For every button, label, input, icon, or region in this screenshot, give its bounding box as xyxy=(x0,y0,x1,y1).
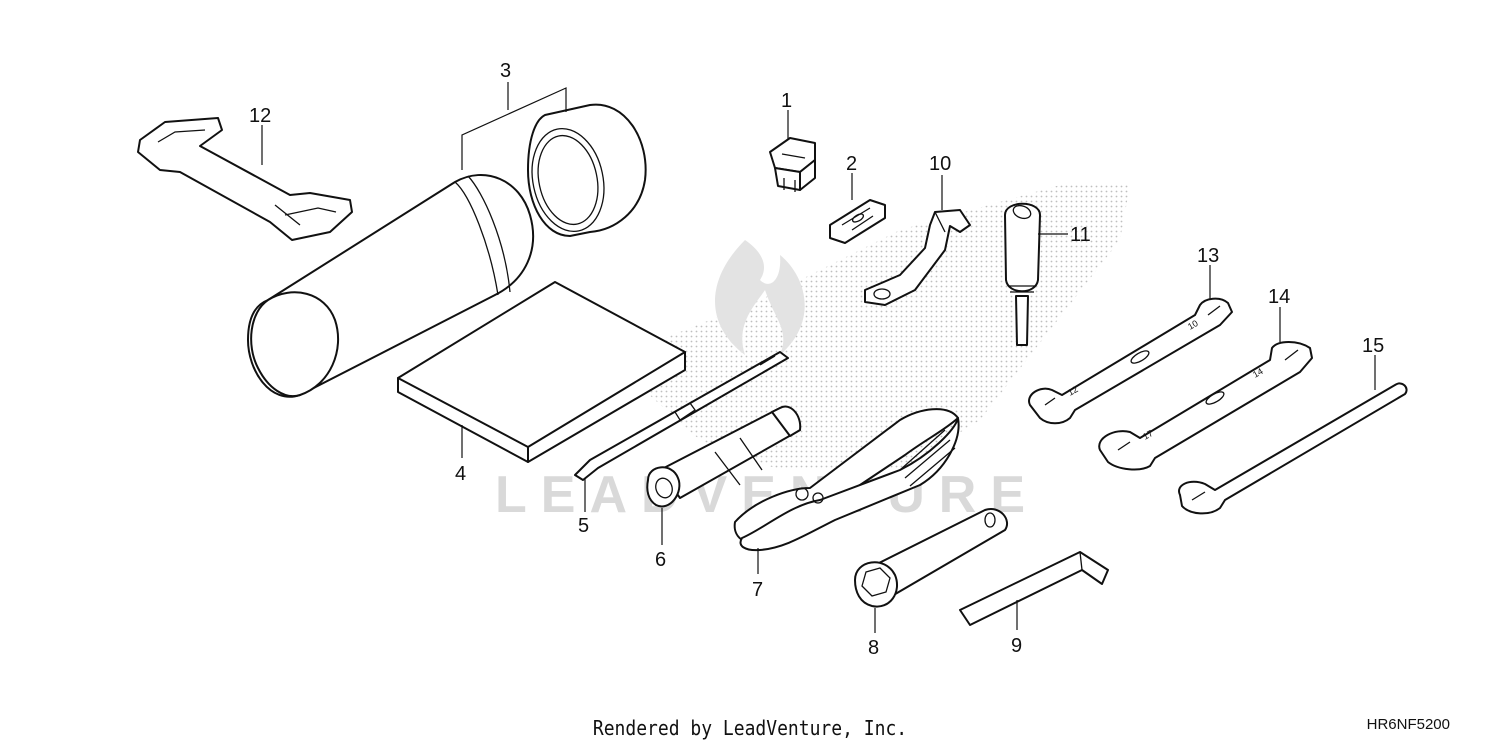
callout-5: 5 xyxy=(578,515,589,537)
part-6-socket-handle xyxy=(646,405,802,508)
watermark-flame-icon xyxy=(715,240,805,355)
callout-11: 11 xyxy=(1070,224,1091,246)
callout-4: 4 xyxy=(455,463,466,485)
callouts: 1 2 3 4 5 6 7 8 9 10 11 12 13 14 15 xyxy=(249,60,1384,659)
callout-6: 6 xyxy=(655,549,666,571)
part-4-manual xyxy=(397,281,686,463)
part-14-wrench-14x17: 17 14 xyxy=(1098,341,1313,471)
wrench-14-marking-b: 14 xyxy=(1251,366,1265,380)
leader-lines xyxy=(261,82,1376,633)
callout-12: 12 xyxy=(249,105,271,127)
callout-10: 10 xyxy=(929,153,951,175)
part-13-wrench-10x12: 12 10 xyxy=(1028,297,1233,425)
callout-13: 13 xyxy=(1197,245,1219,267)
part-1-fuse xyxy=(769,137,816,192)
footer-credit: Rendered by LeadVenture, Inc. xyxy=(592,716,908,740)
watermark-dotted-wing xyxy=(610,185,1130,470)
wrench-14-marking-a: 17 xyxy=(1141,428,1155,442)
wrench-13-marking-a: 12 xyxy=(1066,384,1080,398)
part-10-hook-spanner xyxy=(864,209,971,306)
part-8-spark-plug-wrench xyxy=(854,508,1008,608)
part-12-strap xyxy=(137,117,353,241)
callout-2: 2 xyxy=(846,153,857,175)
part-3-tool-case xyxy=(247,103,647,398)
callout-9: 9 xyxy=(1011,635,1022,657)
callout-14: 14 xyxy=(1268,286,1290,308)
part-11-screwdriver-handle xyxy=(1004,202,1041,346)
callout-7: 7 xyxy=(752,579,763,601)
part-5-screwdriver-bit xyxy=(574,351,789,481)
callout-3: 3 xyxy=(500,60,511,82)
callout-1: 1 xyxy=(781,90,792,112)
part-9-hex-key xyxy=(959,551,1109,626)
part-2-fuse-puller xyxy=(829,199,886,244)
callout-15: 15 xyxy=(1362,335,1384,357)
part-15-bar-wrench xyxy=(1178,382,1408,515)
callout-8: 8 xyxy=(868,637,879,659)
part-7-pliers xyxy=(733,408,960,552)
diagram-reference-code: HR6NF5200 xyxy=(1366,716,1450,733)
wrench-13-marking-b: 10 xyxy=(1186,318,1200,332)
